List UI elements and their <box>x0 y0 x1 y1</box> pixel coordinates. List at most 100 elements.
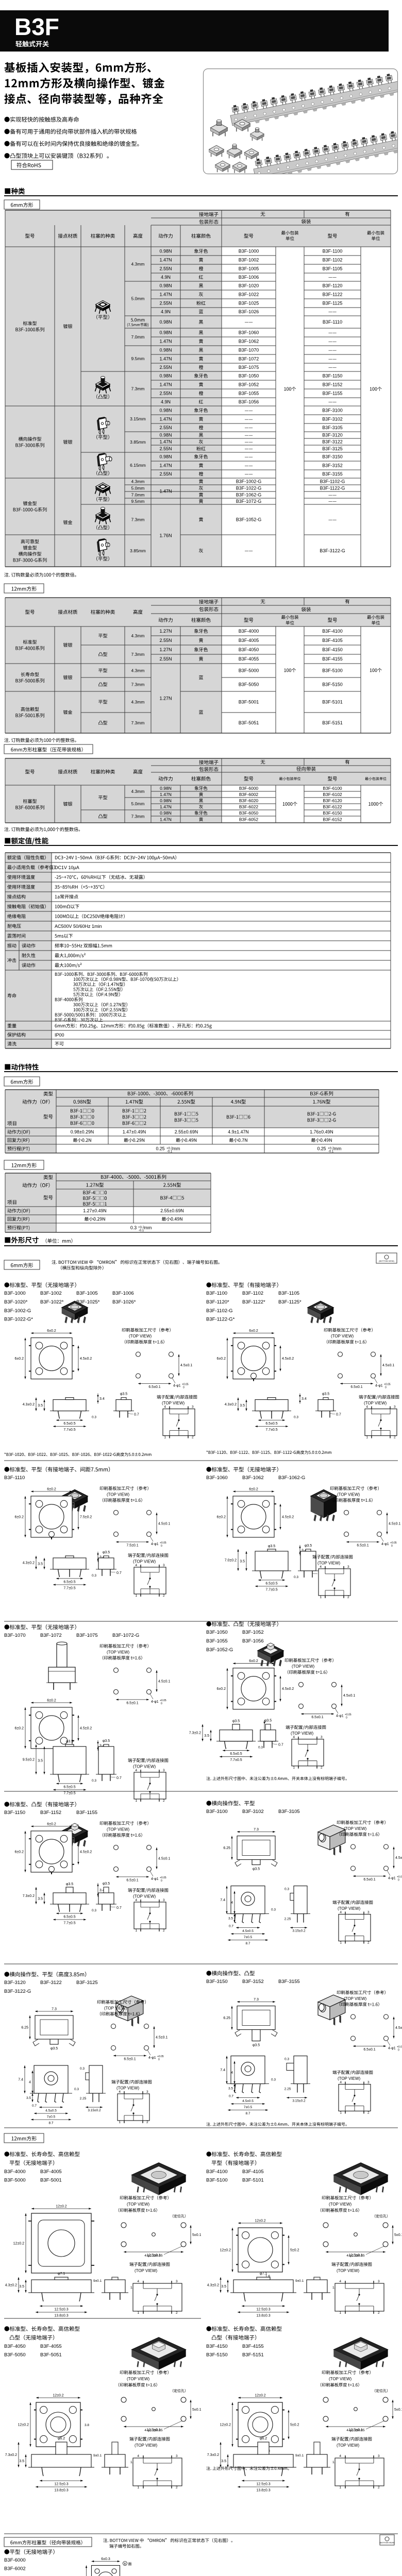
svg-text:3: 3 <box>394 1405 396 1409</box>
svg-text:B3F-3152: B3F-3152 <box>242 1979 264 1985</box>
svg-text:7.3mm: 7.3mm <box>131 814 145 819</box>
svg-text:(TOP VIEW): (TOP VIEW) <box>133 1894 156 1899</box>
svg-text:6±0.2: 6±0.2 <box>249 1487 258 1491</box>
svg-text:4: 4 <box>135 1769 137 1772</box>
svg-text:0.98N: 0.98N <box>159 408 172 413</box>
svg-text:4-φ1: 4-φ1 <box>381 1543 389 1546</box>
svg-text:B3F-1150: B3F-1150 <box>323 374 343 379</box>
svg-text:4.5±0.2: 4.5±0.2 <box>282 1515 294 1519</box>
svg-text:7.3±0.2: 7.3±0.2 <box>5 2453 17 2457</box>
svg-text:B3F-1052-G: B3F-1052-G <box>206 1647 233 1653</box>
svg-text:4.5±0.2: 4.5±0.2 <box>80 1726 92 1730</box>
svg-text:B3F-1022: B3F-1022 <box>239 292 259 297</box>
svg-text:3: 3 <box>176 2280 178 2283</box>
svg-text:4.5±0.1: 4.5±0.1 <box>389 1522 400 1526</box>
svg-text:(TOP VIEW): (TOP VIEW) <box>338 2076 360 2081</box>
svg-text:B3F-3155: B3F-3155 <box>322 471 343 477</box>
svg-text:1: 1 <box>137 2311 139 2315</box>
svg-text:2: 2 <box>347 1596 349 1599</box>
svg-text:7±0.5: 7±0.5 <box>244 1936 253 1939</box>
svg-text:6.5±0.1: 6.5±0.1 <box>363 1878 375 1882</box>
svg-text:7.3: 7.3 <box>254 1828 259 1832</box>
svg-text:0.98N: 0.98N <box>159 454 172 460</box>
svg-text:4: 4 <box>29 2081 31 2084</box>
svg-text:4-φ1: 4-φ1 <box>388 1877 396 1880</box>
svg-text:B3F-1152: B3F-1152 <box>40 1810 61 1816</box>
svg-text:B3F-3120: B3F-3120 <box>322 433 343 438</box>
svg-text:B3F-1006: B3F-1006 <box>239 275 259 280</box>
svg-text:B3F-1006: B3F-1006 <box>112 1291 134 1296</box>
svg-text:+0.05: +0.05 <box>160 1699 166 1702</box>
svg-text:B3F-1026*: B3F-1026* <box>112 1299 136 1305</box>
svg-text:0.98N: 0.98N <box>159 319 172 325</box>
svg-text:0: 0 <box>161 1702 162 1705</box>
svg-text:+0.05: +0.05 <box>384 1383 391 1386</box>
svg-text:0.98N: 0.98N <box>160 798 172 803</box>
svg-text:B3F-1120*: B3F-1120* <box>206 1299 229 1305</box>
svg-text:3.5: 3.5 <box>19 2460 24 2463</box>
svg-text:B3F-4105: B3F-4105 <box>322 638 343 643</box>
svg-text:(TOP VIEW): (TOP VIEW) <box>107 1492 129 1497</box>
svg-text:1: 1 <box>339 2486 341 2489</box>
svg-text:1: 1 <box>339 2311 341 2315</box>
svg-text:0.3: 0.3 <box>294 1575 298 1579</box>
svg-text:3: 3 <box>192 1405 194 1409</box>
svg-text:6.25: 6.25 <box>223 1846 230 1850</box>
svg-text:7.7±0.5: 7.7±0.5 <box>63 1791 75 1795</box>
svg-text:5±0.1: 5±0.1 <box>192 2233 202 2237</box>
svg-text:(TOP VIEW): (TOP VIEW) <box>344 1996 366 2001</box>
svg-text:B3F-1020: B3F-1020 <box>239 283 259 289</box>
svg-text:9.5mm: 9.5mm <box>131 499 145 504</box>
svg-text:9.5mm: 9.5mm <box>131 356 145 361</box>
svg-text:+0.05: +0.05 <box>397 2046 402 2049</box>
svg-text:4.3mm: 4.3mm <box>131 479 145 484</box>
svg-text:0.3: 0.3 <box>294 1416 298 1419</box>
svg-text:4.3±0.2: 4.3±0.2 <box>5 2284 17 2287</box>
svg-text:1: 1 <box>135 1799 137 1803</box>
svg-text:+0.05: +0.05 <box>160 1876 166 1879</box>
svg-text:(BOTTOM VIEW): (BOTTOM VIEW) <box>379 1260 394 1262</box>
svg-text:mm: mm <box>334 1146 342 1151</box>
svg-text:φ3.5: φ3.5 <box>253 2044 260 2047</box>
svg-text:0.3: 0.3 <box>92 1779 96 1783</box>
svg-text:B3F-5100: B3F-5100 <box>206 2178 228 2183</box>
svg-text:0.98N: 0.98N <box>160 786 172 791</box>
svg-text:B3F-1072-G: B3F-1072-G <box>112 1633 139 1638</box>
svg-text:0.3: 0.3 <box>284 1888 289 1891</box>
svg-text:0: 0 <box>385 1386 387 1389</box>
svg-text:B3F-1102: B3F-1102 <box>323 258 343 263</box>
svg-text:B3F-4155: B3F-4155 <box>322 656 343 662</box>
svg-text:B3F-4055: B3F-4055 <box>239 656 259 662</box>
svg-text:B3F-1056: B3F-1056 <box>239 399 259 404</box>
svg-text:B3F-5000: B3F-5000 <box>239 668 259 673</box>
svg-text:6.5±0.1: 6.5±0.1 <box>126 1701 138 1705</box>
svg-text:2.55N: 2.55N <box>159 391 172 396</box>
svg-text:(TOP VIEW): (TOP VIEW) <box>331 1334 354 1338</box>
svg-text:4.5±0.1: 4.5±0.1 <box>158 1857 170 1860</box>
svg-text:12.5±0.1: 12.5±0.1 <box>348 2429 362 2432</box>
svg-text:4.5±0.1: 4.5±0.1 <box>180 1364 192 1367</box>
svg-text:3.5: 3.5 <box>38 1404 43 1408</box>
svg-text:(TOP VIEW): (TOP VIEW) <box>337 2268 359 2273</box>
svg-text:6±0.2: 6±0.2 <box>249 1329 258 1333</box>
svg-text:6±0.2: 6±0.2 <box>47 1822 56 1826</box>
svg-text:4.3mm: 4.3mm <box>131 668 145 673</box>
svg-text:(TOP VIEW): (TOP VIEW) <box>135 2268 157 2273</box>
svg-text:B3F-3122-G: B3F-3122-G <box>320 548 345 553</box>
svg-text:4-φ1: 4-φ1 <box>151 1543 159 1546</box>
svg-text:6±0.2: 6±0.2 <box>217 1687 226 1691</box>
svg-text:B3F-4150: B3F-4150 <box>206 2344 228 2349</box>
svg-text:6.5±0.1: 6.5±0.1 <box>350 1385 362 1389</box>
svg-text:0.3: 0.3 <box>271 2078 276 2082</box>
svg-text:6±0.3: 6±0.3 <box>101 2557 110 2561</box>
svg-text:3: 3 <box>378 2280 380 2283</box>
svg-text:B3F-5100: B3F-5100 <box>322 668 343 673</box>
svg-text:φ3.5: φ3.5 <box>51 2047 58 2050</box>
svg-text:B: B <box>124 2563 126 2566</box>
svg-text:3: 3 <box>378 2454 380 2458</box>
svg-text:φ3.5: φ3.5 <box>268 1545 275 1548</box>
svg-text:0.98±0.29N: 0.98±0.29N <box>71 1129 94 1134</box>
svg-text:B3F-3102: B3F-3102 <box>242 1809 264 1815</box>
svg-text:B3F-3125: B3F-3125 <box>76 1980 98 1986</box>
svg-text:3.5: 3.5 <box>228 2087 233 2091</box>
